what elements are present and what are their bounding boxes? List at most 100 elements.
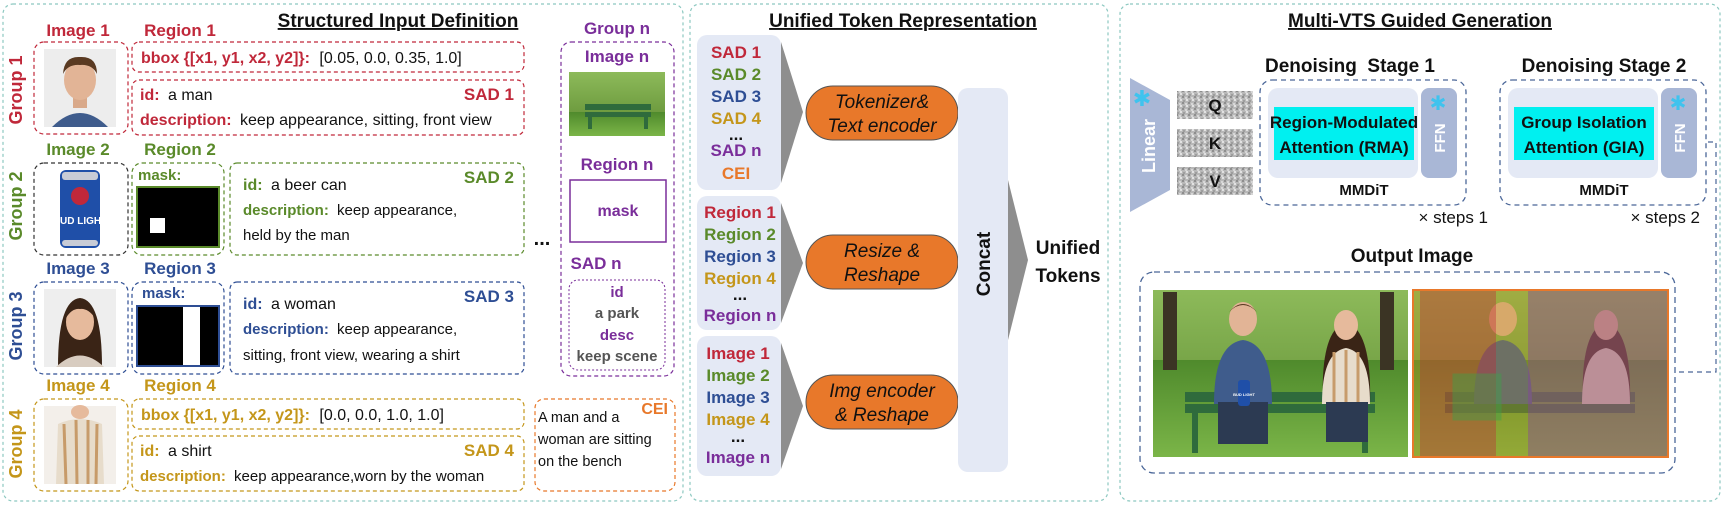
attention-line-2: Attention (RMA) xyxy=(1279,138,1408,157)
token-image-4: Image 4 xyxy=(706,410,770,429)
v-label: V xyxy=(1209,172,1221,191)
desc-value-line2: sitting, front view, wearing a shirt xyxy=(243,347,461,364)
sad-frame xyxy=(568,279,666,371)
region-label: Region 2 xyxy=(144,140,216,159)
id-value: a woman xyxy=(271,296,336,313)
region-label: Region n xyxy=(581,155,654,174)
panel-structured-input: Structured Input Definition Group 1 Imag… xyxy=(2,3,684,502)
mmdit-label: MMDiT xyxy=(1339,182,1388,199)
id-key: id: xyxy=(140,87,160,104)
sad-desc-value: keep scene xyxy=(577,348,658,365)
token-region-1: Region 1 xyxy=(704,203,776,222)
image-label: Image 2 xyxy=(46,140,109,159)
group-label: Group n xyxy=(584,19,650,38)
sad-box xyxy=(131,435,525,492)
arrow-shape xyxy=(781,203,803,323)
q-noise-tile xyxy=(1177,91,1253,119)
token-ellipsis: ... xyxy=(731,427,745,446)
desc-value: keep appearance, xyxy=(337,321,457,338)
denoising-stage-1: Denoising Stage 1 Region-Modulated Atten… xyxy=(1259,56,1488,227)
attention-line-1: Region-Modulated xyxy=(1270,113,1418,132)
ellipsis: ... xyxy=(534,228,551,250)
cei-line-2: woman are sitting xyxy=(537,432,652,448)
group-label: Group 2 xyxy=(6,171,26,240)
bbox-box xyxy=(131,41,525,73)
concat-block: Concat Unified Tokens xyxy=(958,88,1101,472)
stage-frame xyxy=(1499,79,1707,206)
beer-can-icon: BUD LIGHT xyxy=(53,170,107,248)
arrow-shape xyxy=(781,343,803,469)
token-ellipsis: ... xyxy=(733,285,747,304)
token-region-2: Region 2 xyxy=(704,225,776,244)
id-value: a man xyxy=(168,87,212,104)
concat-label: Concat xyxy=(974,231,995,296)
desc-value: keep appearance,worn by the woman xyxy=(234,468,484,485)
token-region-4: Region 4 xyxy=(704,269,776,288)
desc-text: description: keep appearance,worn by the… xyxy=(140,468,484,485)
can-text: BUD LIGHT xyxy=(53,216,107,227)
frozen-snowflake-icon: ✱ xyxy=(1670,93,1687,115)
woman-portrait-icon xyxy=(44,289,116,367)
concat-bar xyxy=(958,88,1008,472)
group-label: Group 4 xyxy=(6,409,26,478)
ffn-label: FFN xyxy=(1672,123,1689,152)
token-image-n: Image n xyxy=(706,448,770,467)
bbox-value: [0.05, 0.0, 0.35, 1.0] xyxy=(319,50,461,67)
output-title: Output Image xyxy=(1351,246,1473,267)
sad-id-key: id xyxy=(610,284,623,301)
stage-title: Denoising Stage 1 xyxy=(1265,56,1435,77)
cei-line-1: A man and a xyxy=(538,410,620,426)
arrow-shape xyxy=(781,42,803,183)
sad-label: SAD 1 xyxy=(464,85,514,104)
id-key: id: xyxy=(243,296,263,313)
process-line-2: Reshape xyxy=(844,265,920,286)
image-label: Image 4 xyxy=(46,376,110,395)
region-label: Region 4 xyxy=(144,376,216,395)
attention-highlight xyxy=(1274,107,1414,160)
group-label: Group 3 xyxy=(6,291,26,360)
image-label: Image 1 xyxy=(46,21,109,40)
stage-title: Denoising Stage 2 xyxy=(1522,56,1687,77)
panel-unified-token: Unified Token Representation SAD 1 SAD 2… xyxy=(689,3,1109,502)
process-line-1: Tokenizer& xyxy=(835,92,929,113)
steps-label: × steps 1 xyxy=(1419,208,1488,227)
v-noise-tile xyxy=(1177,167,1253,195)
desc-text: description: keep appearance, xyxy=(243,202,457,219)
unified-line-2: Tokens xyxy=(1035,266,1100,287)
sad-label: SAD 4 xyxy=(464,441,515,460)
id-value: a beer can xyxy=(271,177,347,194)
bbox-text: bbox {[x1, y1, x2, y2]}: [0.05, 0.0, 0.3… xyxy=(141,50,462,67)
region-label: Region 1 xyxy=(144,21,216,40)
token-sad-4: SAD 4 xyxy=(711,109,762,128)
sad-label: SAD 2 xyxy=(464,168,514,187)
stage-frame xyxy=(1259,79,1467,206)
bbox-key: bbox {[x1, y1, x2, y2]}: xyxy=(141,407,310,424)
shirt-photo-icon xyxy=(44,405,116,485)
denoising-stage-2: Denoising Stage 2 Group Isolation Attent… xyxy=(1499,56,1707,227)
output-can-text: BUD LIGHT xyxy=(1233,392,1255,397)
token-list-bg xyxy=(697,196,781,330)
ffn-block xyxy=(1661,88,1697,178)
id-value: a shirt xyxy=(168,443,212,460)
sad-id-value: a park xyxy=(595,305,640,322)
process-line-2: Text encoder xyxy=(827,116,937,137)
region-mask-image xyxy=(136,305,220,367)
cei-line-3: on the bench xyxy=(538,454,622,470)
region-label: Region 3 xyxy=(144,259,216,278)
desc-text: description: keep appearance, xyxy=(243,321,457,338)
output-frame xyxy=(1139,271,1676,474)
q-label: Q xyxy=(1208,96,1221,115)
bbox-key: bbox {[x1, y1, x2, y2]}: xyxy=(141,50,310,67)
token-region-3: Region 3 xyxy=(704,247,776,266)
token-sad-2: SAD 2 xyxy=(711,65,761,84)
panel-multi-vts: Multi-VTS Guided Generation Linear ✱ Q K… xyxy=(1119,3,1721,502)
concat-arrow xyxy=(1008,180,1028,340)
process-line-1: Img encoder xyxy=(829,381,935,402)
id-text: id: a shirt xyxy=(140,443,212,460)
man-portrait-icon xyxy=(44,49,116,127)
region-mask-image xyxy=(136,186,220,248)
desc-value: keep appearance, sitting, front view xyxy=(240,112,492,129)
bbox-box xyxy=(131,398,525,430)
token-sad-1: SAD 1 xyxy=(711,43,761,62)
cei-label: CEI xyxy=(641,401,668,418)
